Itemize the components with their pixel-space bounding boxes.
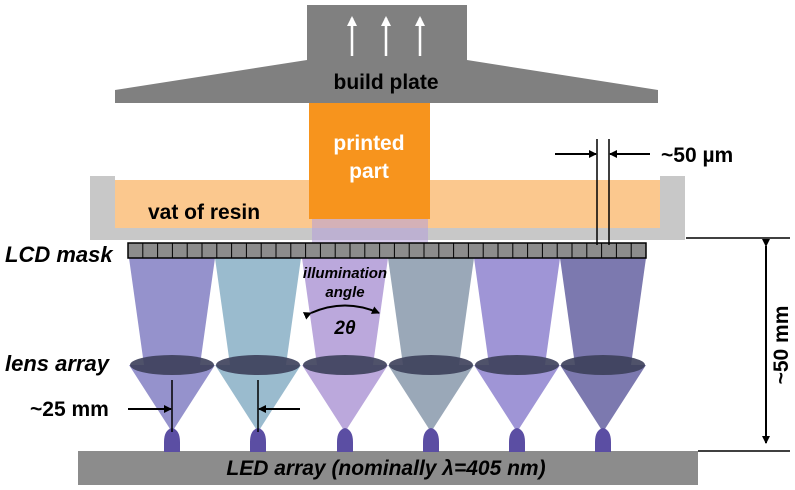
- led: [509, 428, 525, 452]
- vat-label: vat of resin: [148, 201, 260, 224]
- build-plate: build plate: [115, 5, 658, 103]
- lens-array: [130, 355, 645, 375]
- printed-part-label-1: printed: [333, 132, 404, 155]
- light-cone-upper: [129, 258, 215, 365]
- lcd-mask-bar: [127, 242, 647, 259]
- led: [595, 428, 611, 452]
- illumination-angle-annotation: illumination angle 2θ: [303, 265, 387, 339]
- led-emitters: [164, 428, 611, 452]
- height-label: ~50 mm: [770, 306, 793, 385]
- light-cone-lower: [560, 365, 646, 432]
- lens: [130, 355, 214, 375]
- build-plate-base: [115, 60, 658, 103]
- lens: [216, 355, 300, 375]
- illumination-label-2: angle: [325, 284, 364, 301]
- lcd-mask: [127, 242, 647, 259]
- lens: [303, 355, 387, 375]
- led: [423, 428, 439, 452]
- lens: [475, 355, 559, 375]
- lens-distance-annotation: ~25 mm: [30, 380, 300, 432]
- angle-arc: [302, 304, 380, 320]
- lcd-mask-label: LCD mask: [5, 242, 114, 267]
- lens: [389, 355, 473, 375]
- lens: [561, 355, 645, 375]
- light-cone-lower: [302, 365, 388, 432]
- light-cone-lower: [474, 365, 560, 432]
- build-plate-label: build plate: [334, 71, 439, 94]
- lens-distance-label: ~25 mm: [30, 398, 109, 421]
- pixel-size-label: ~50 µm: [661, 144, 733, 167]
- light-cone-upper: [560, 258, 646, 365]
- led-array-base: [78, 451, 698, 485]
- lens-array-label: lens array: [5, 351, 111, 376]
- light-cone-upper: [388, 258, 474, 365]
- light-cone-upper: [215, 258, 301, 365]
- pixel-size-annotation: ~50 µm: [555, 139, 733, 245]
- led-array-label: LED array (nominally λ=405 nm): [226, 457, 545, 480]
- printed-part-label-2: part: [349, 160, 389, 183]
- led: [164, 428, 180, 452]
- light-cone-lower: [388, 365, 474, 432]
- led: [337, 428, 353, 452]
- printed-part-body: [309, 103, 430, 219]
- height-annotation: ~50 mm: [686, 237, 793, 452]
- illumination-label-1: illumination: [303, 265, 387, 282]
- light-cone-upper: [474, 258, 560, 365]
- led: [250, 428, 266, 452]
- two-theta-label: 2θ: [333, 318, 356, 339]
- printed-part: printed part: [309, 103, 430, 219]
- resin-exposure-beam: [312, 219, 428, 243]
